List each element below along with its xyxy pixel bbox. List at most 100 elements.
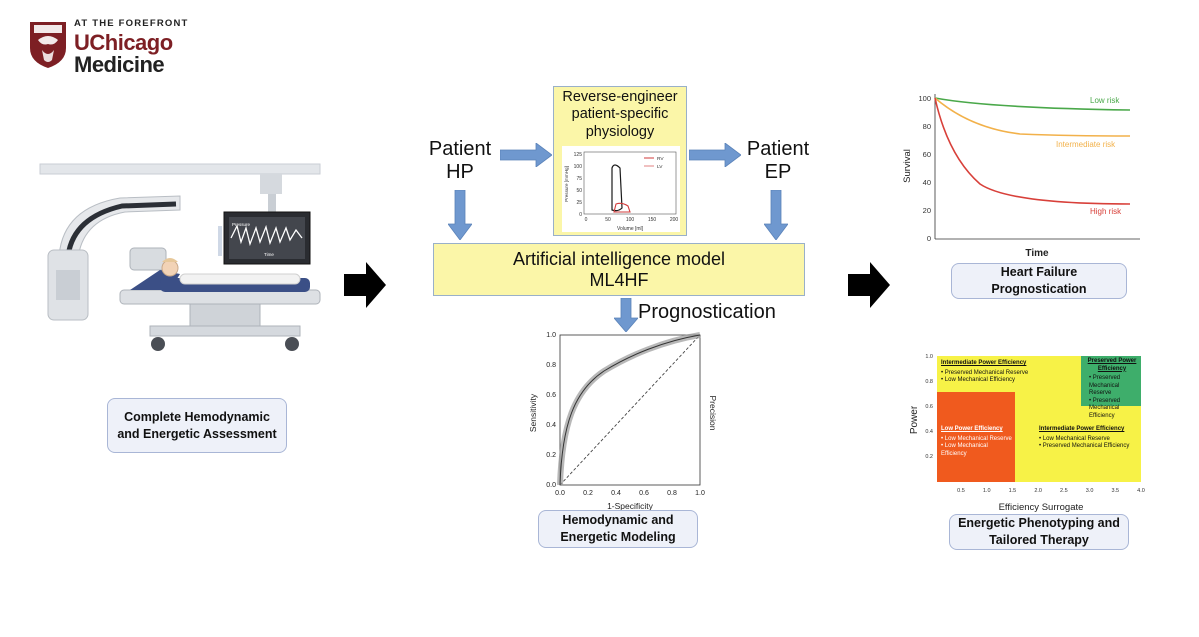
roc-ytick: 0.4: [546, 422, 556, 429]
logo-line-2: Medicine: [74, 52, 165, 77]
survival-ytick: 0: [927, 234, 931, 243]
energetic-xtick: 4.0: [1137, 488, 1145, 494]
energetic-ytick: 0.4: [925, 429, 933, 435]
quadrant-intermediate-bottom-item: Low Mechanical Reserve: [1039, 436, 1143, 444]
monitor-label-pressure: Pressure: [232, 222, 251, 227]
energetic-xlabel: Efficiency Surrogate: [999, 502, 1084, 513]
ai-model-line-2: ML4HF: [589, 269, 649, 290]
pv-xtick: 150: [648, 217, 657, 223]
survival-line-high: [934, 97, 1131, 205]
quadrant-low: Low Power Efficiency Low Mechanical Rese…: [941, 426, 1013, 458]
roc-xlabel: 1-Specificity: [607, 501, 654, 511]
pv-loop-rv: [613, 202, 631, 213]
energetic-xtick: 1.5: [1009, 488, 1017, 494]
arrow-prognostication-down-icon: [614, 298, 638, 332]
pv-ytick: 100: [574, 164, 583, 170]
roc-xtick: 0.0: [555, 490, 565, 497]
pv-ytick: 0: [579, 212, 582, 218]
pv-xtick: 100: [626, 217, 635, 223]
quadrant-low-item: Low Mechanical Reserve: [941, 436, 1013, 444]
flow-arrow-1-icon: [344, 262, 386, 308]
quadrant-intermediate-bottom-title: Intermediate Power Efficiency: [1039, 426, 1125, 432]
shield-icon: [30, 22, 66, 68]
ai-model-box: Artificial intelligence model ML4HF: [433, 243, 805, 296]
survival-line-low: [934, 97, 1131, 111]
roc-xtick: 0.6: [639, 490, 649, 497]
energetic-ytick: 0.2: [925, 454, 933, 460]
monitor-label-time: Time: [264, 252, 274, 257]
roc-curve: [559, 334, 701, 486]
pv-ytick: 125: [574, 152, 583, 158]
quadrant-intermediate-top-title: Intermediate Power Efficiency: [941, 360, 1027, 366]
roc-ytick: 0.2: [546, 452, 556, 459]
survival-ytick: 20: [923, 206, 931, 215]
pv-xtick: 0: [585, 217, 588, 223]
center-caption-box: Hemodynamic and Energetic Modeling: [538, 510, 698, 548]
logo-line-1: UChicago: [74, 30, 173, 55]
pv-ylabel: Pressure [mmHg]: [564, 166, 569, 202]
arrow-hp-right-icon: [500, 143, 552, 167]
survival-ytick: 100: [918, 94, 931, 103]
survival-line-intermediate: [934, 97, 1131, 137]
quadrant-intermediate-top: Intermediate Power Efficiency Preserved …: [941, 360, 1071, 385]
energetic-xtick: 2.5: [1060, 488, 1068, 494]
pv-ytick: 25: [576, 200, 582, 206]
quadrant-intermediate-bottom-item: Preserved Mechanical Efficiency: [1039, 443, 1143, 451]
pv-ytick: 50: [576, 188, 582, 194]
energetic-caption-box: Energetic Phenotyping and Tailored Thera…: [949, 514, 1129, 550]
arrow-hp-down-icon: [448, 190, 472, 240]
reverse-engineer-label: Reverse-engineer patient-specific physio…: [562, 89, 678, 140]
roc-ylabel: Sensitivity: [528, 393, 538, 432]
energetic-ytick: 1.0: [925, 354, 933, 360]
energetic-xtick: 0.5: [957, 488, 965, 494]
energetic-ylabel: Power: [909, 405, 920, 434]
survival-ytick: 80: [923, 122, 931, 131]
quadrant-preserved-item: Preserved Mechanical Reserve: [1089, 375, 1141, 398]
quadrant-preserved-title: Preserved Power Efficiency: [1087, 358, 1137, 372]
survival-ylabel: Survival: [902, 149, 913, 183]
energetic-xtick: 3.0: [1086, 488, 1094, 494]
energetic-ytick: 0.6: [925, 404, 933, 410]
roc-xtick: 0.8: [667, 490, 677, 497]
roc-diagonal: [559, 334, 701, 486]
survival-label-high: High risk: [1090, 207, 1122, 216]
quadrant-preserved: Preserved Power Efficiency Preserved Mec…: [1083, 358, 1141, 420]
quadrant-intermediate-top-item: Low Mechanical Efficiency: [941, 377, 1071, 385]
arrow-ep-right-icon: [689, 143, 741, 167]
survival-caption-box: Heart Failure Prognostication: [951, 263, 1127, 299]
quadrant-low-item: Low Mechanical Efficiency: [941, 443, 1013, 458]
patient-hp-label: Patient HP: [428, 138, 492, 183]
survival-xlabel: Time: [1025, 248, 1049, 259]
prognostication-label: Prognostication: [638, 301, 776, 323]
pv-ytick: 75: [576, 176, 582, 182]
left-caption-box: Complete Hemodynamic and Energetic Asses…: [107, 398, 287, 453]
quadrant-preserved-item: Preserved Mechanical Efficiency: [1089, 398, 1141, 421]
survival-ytick: 40: [923, 178, 931, 187]
energetic-xtick: 3.5: [1111, 488, 1119, 494]
ai-model-line-1: Artificial intelligence model: [512, 248, 726, 269]
patient-ep-label: Patient EP: [746, 138, 810, 183]
pv-legend-rv: RV: [657, 156, 664, 162]
flow-arrow-2-icon: [848, 262, 890, 308]
pv-xtick: 200: [670, 217, 679, 223]
roc-xtick: 0.4: [611, 490, 621, 497]
energetic-xtick: 2.0: [1034, 488, 1042, 494]
pv-legend-lv: LV: [657, 164, 663, 170]
pv-xtick: 50: [605, 217, 611, 223]
roc-ytick: 0.0: [546, 482, 556, 489]
roc-xtick: 0.2: [583, 490, 593, 497]
arrow-ep-down-icon: [764, 190, 788, 240]
roc-ytick: 1.0: [546, 332, 556, 339]
pv-loop-chart: 125 100 75 50 25 0 0 50 100 150 200 Pressure [mmH…: [562, 146, 680, 232]
cath-lab-illustration: Pressure Time: [39, 163, 321, 351]
uchicago-medicine-logo: AT THE FOREFRONT UChicago Medicine: [28, 14, 198, 77]
roc-y2label: Precision: [708, 396, 718, 431]
quadrant-intermediate-top-item: Preserved Mechanical Reserve: [941, 370, 1071, 378]
survival-ytick: 60: [923, 150, 931, 159]
roc-xtick: 1.0: [695, 490, 705, 497]
pv-xlabel: Volume [ml]: [617, 226, 644, 232]
energetic-ytick: 0.8: [925, 379, 933, 385]
survival-label-low: Low risk: [1090, 96, 1120, 105]
